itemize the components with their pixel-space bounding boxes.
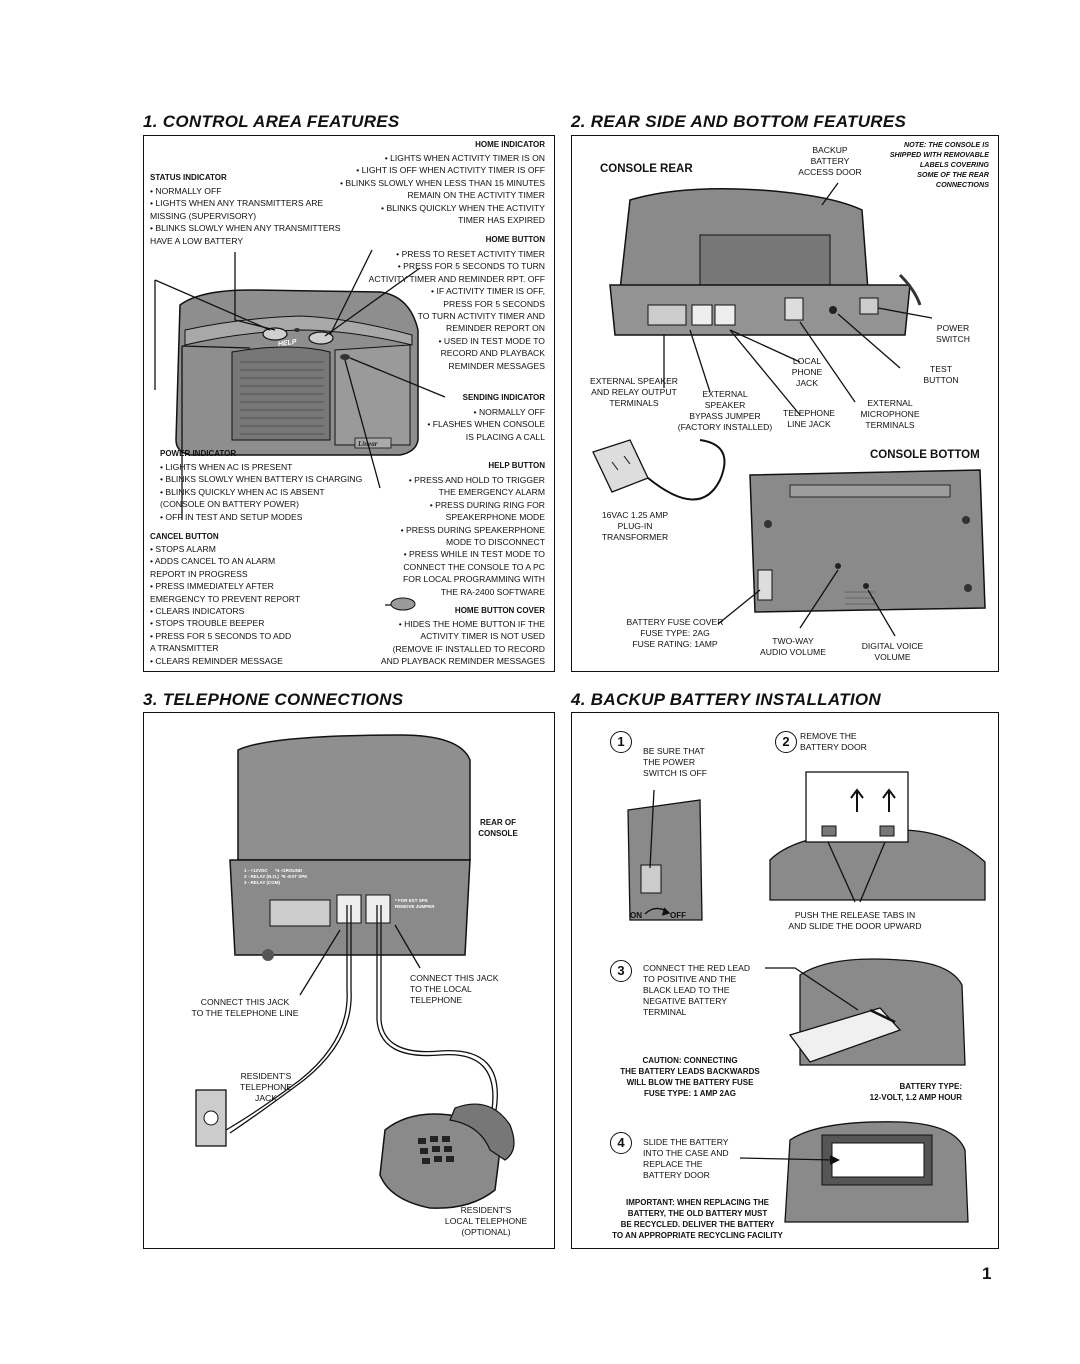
remove-battery-door-label: REMOVE THE BATTERY DOOR [800,731,867,752]
telephone-leader-lines [299,924,421,996]
external-speaker-jumper-label: EXTERNAL SPEAKER BYPASS JUMPER (FACTORY … [677,389,773,432]
be-sure-power-off-label: BE SURE THAT THE POWER SWITCH IS OFF [643,746,707,778]
telephone-line-jack-label: TELEPHONE LINE JACK [782,408,836,429]
connect-battery-leads-label: CONNECT THE RED LEAD TO POSITIVE AND THE… [643,963,751,1017]
local-phone-jack-label: LOCAL PHONE JACK [791,356,823,388]
home-button-cover-list: • HIDES THE HOME BUTTON IF THE ACTIVITY … [380,619,545,667]
cancel-button-list: • STOPS ALARM • ADDS CANCEL TO AN ALARM … [150,544,301,666]
telephone-cords [225,905,498,1134]
slide-battery-label: SLIDE THE BATTERY INTO THE CASE AND REPL… [643,1137,729,1180]
help-button-list: • PRESS AND HOLD TO TRIGGER THE EMERGENC… [400,475,545,597]
section-title-control: 1. CONTROL AREA FEATURES [143,112,400,131]
removable-labels-note: NOTE: THE CONSOLE IS SHIPPED WITH REMOVA… [889,140,989,189]
sending-indicator-list: • NORMALLY OFF • FLASHES WHEN CONSOLE IS… [427,407,545,442]
transformer-label: 16VAC 1.25 AMP PLUG-IN TRANSFORMER [601,510,669,542]
backup-door-label: BACKUP BATTERY ACCESS DOOR [798,145,862,177]
connect-telephone-line-label: CONNECT THIS JACK TO THE TELEPHONE LINE [191,997,299,1018]
home-indicator-heading: HOME INDICATOR [475,140,545,149]
terminal-legend: 1 - +12VDC *4 -GROUND 2 - RELAY (N.O.) *… [244,868,308,885]
bottom-leader-lines [717,569,896,637]
two-way-audio-volume-label: TWO-WAY AUDIO VOLUME [760,636,826,657]
test-button-label: TEST BUTTON [923,364,959,385]
console-bottom-illustration [749,469,986,613]
step-4-badge: 4 [610,1132,632,1154]
power-indicator-list: • LIGHTS WHEN AC IS PRESENT • BLINKS SLO… [160,462,363,522]
external-speaker-relay-label: EXTERNAL SPEAKER AND RELAY OUTPUT TERMIN… [589,376,679,408]
home-button-cover-icon [390,597,416,611]
battery-step3-illustration [765,958,966,1066]
home-button-heading: HOME BUTTON [485,235,545,244]
power-switch-label: POWER SWITCH [936,323,970,344]
external-microphone-label: EXTERNAL MICROPHONE TERMINALS [860,398,920,430]
section-title-rear: 2. REAR SIDE AND BOTTOM FEATURES [571,112,907,131]
transformer-illustration [592,439,726,501]
residents-local-telephone-label: RESIDENT'S LOCAL TELEPHONE (OPTIONAL) [444,1205,528,1237]
console-rear-heading: CONSOLE REAR [600,163,693,175]
connect-local-telephone-label: CONNECT THIS JACK TO THE LOCAL TELEPHONE [410,973,499,1005]
home-indicator-list: • LIGHTS WHEN ACTIVITY TIMER IS ON • LIG… [339,153,545,226]
battery-step4-illustration [739,1121,969,1223]
wall-jack-illustration [195,1089,227,1147]
caution-label: CAUTION: CONNECTING THE BATTERY LEADS BA… [620,1056,760,1098]
console-bottom-heading: CONSOLE BOTTOM [870,449,980,461]
console-front-illustration [175,289,419,456]
on-off-arrow [644,907,671,916]
step-3-badge: 3 [610,960,632,982]
status-indicator-heading: STATUS INDICATOR [150,173,227,182]
section-title-battery: 4. BACKUP BATTERY INSTALLATION [571,690,881,709]
step-1-badge: 1 [610,731,632,753]
jumper-note: * FOR EXT SPK REMOVE JUMPER [395,898,435,909]
recycling-notice: IMPORTANT: WHEN REPLACING THE BATTERY, T… [612,1198,783,1240]
switch-on-label: ON [630,911,642,920]
residents-telephone-jack-label: RESIDENT'S TELEPHONE JACK [239,1071,293,1103]
step-2-badge: 2 [775,731,797,753]
cancel-button-heading: CANCEL BUTTON [150,532,219,541]
switch-off-label: OFF [670,911,686,920]
status-indicator-list: • NORMALLY OFF • LIGHTS WHEN ANY TRANSMI… [150,186,341,246]
digital-voice-volume-label: DIGITAL VOICE VOLUME [861,641,924,662]
help-button-heading: HELP BUTTON [488,461,545,470]
rear-of-console-label: REAR OF CONSOLE [478,818,518,838]
rear-leader-lines [663,182,933,416]
control-leader-lines [154,249,446,606]
page-number: 1 [982,1264,992,1283]
telephone-rear-illustration [229,734,471,961]
battery-step1-illustration [627,789,703,921]
home-button-cover-heading: HOME BUTTON COVER [454,606,545,615]
console-rear-illustration [609,188,922,336]
power-indicator-heading: POWER INDICATOR [160,449,237,458]
battery-type-label: BATTERY TYPE: 12-VOLT, 1.2 AMP HOUR [869,1082,962,1102]
push-release-tabs-label: PUSH THE RELEASE TABS IN AND SLIDE THE D… [788,910,922,931]
desk-telephone-illustration [379,1103,515,1209]
home-button-list: • PRESS TO RESET ACTIVITY TIMER • PRESS … [368,249,545,371]
battery-fuse-label: BATTERY FUSE COVER FUSE TYPE: 2AG FUSE R… [626,617,724,649]
battery-step2-illustration [769,771,986,903]
console-brand-logo: Linear [358,440,378,448]
section-title-telephone: 3. TELEPHONE CONNECTIONS [143,690,404,709]
sending-indicator-heading: SENDING INDICATOR [462,393,545,402]
